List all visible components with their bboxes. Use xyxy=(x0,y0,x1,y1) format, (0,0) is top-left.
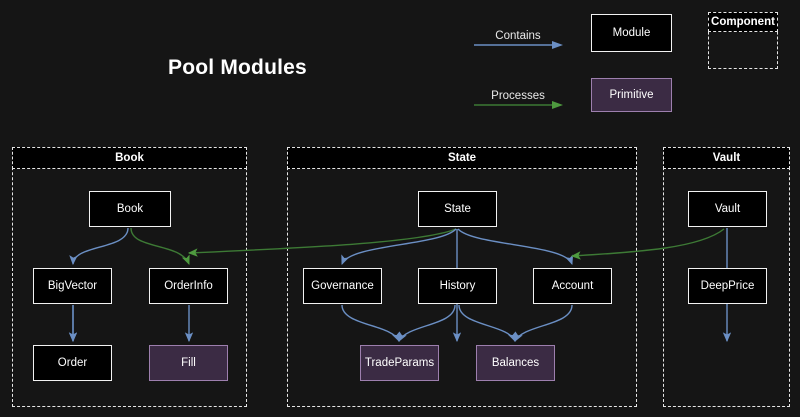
node-vault-label: Vault xyxy=(714,202,741,215)
node-history[interactable]: History xyxy=(418,268,497,304)
node-book-label: Book xyxy=(116,202,144,215)
legend-contains-label: Contains xyxy=(495,30,541,42)
node-vault[interactable]: Vault xyxy=(688,191,767,227)
node-tradeparams[interactable]: TradeParams xyxy=(360,345,439,381)
node-fill-label: Fill xyxy=(181,356,196,369)
node-account-label: Account xyxy=(551,279,594,292)
group-book-label: Book xyxy=(115,152,144,164)
node-history-label: History xyxy=(439,279,476,292)
legend-module-label: Module xyxy=(612,26,651,39)
node-balances-label: Balances xyxy=(491,356,540,369)
group-state-header: State xyxy=(287,147,637,169)
node-deepprice[interactable]: DeepPrice xyxy=(688,268,767,304)
page-title: Pool Modules xyxy=(168,56,307,79)
group-vault-header: Vault xyxy=(663,147,790,169)
node-account[interactable]: Account xyxy=(533,268,612,304)
legend-module-box: Module xyxy=(591,14,672,52)
node-orderinfo[interactable]: OrderInfo xyxy=(149,268,228,304)
legend-processes-label: Processes xyxy=(491,90,545,102)
node-deepprice-label: DeepPrice xyxy=(700,279,755,292)
node-state[interactable]: State xyxy=(418,191,497,227)
legend-processes-arrow xyxy=(474,101,563,109)
group-state-label: State xyxy=(447,152,477,164)
node-bigvector-label: BigVector xyxy=(47,279,98,292)
legend-component-header: Component xyxy=(708,12,778,32)
group-vault-label: Vault xyxy=(712,152,741,164)
node-state-label: State xyxy=(444,202,471,215)
group-book-header: Book xyxy=(12,147,247,169)
node-book[interactable]: Book xyxy=(89,191,171,227)
node-order-label: Order xyxy=(57,356,88,369)
legend-contains-arrow xyxy=(474,41,563,49)
legend-primitive-box: Primitive xyxy=(591,78,672,112)
node-governance-label: Governance xyxy=(311,279,374,292)
node-balances[interactable]: Balances xyxy=(476,345,555,381)
legend-primitive-label: Primitive xyxy=(609,88,654,101)
node-order[interactable]: Order xyxy=(33,345,112,381)
node-governance[interactable]: Governance xyxy=(303,268,382,304)
node-orderinfo-label: OrderInfo xyxy=(164,279,213,292)
node-bigvector[interactable]: BigVector xyxy=(33,268,112,304)
node-fill[interactable]: Fill xyxy=(149,345,228,381)
node-tradeparams-label: TradeParams xyxy=(364,356,435,369)
legend-component-label: Component xyxy=(711,16,775,28)
